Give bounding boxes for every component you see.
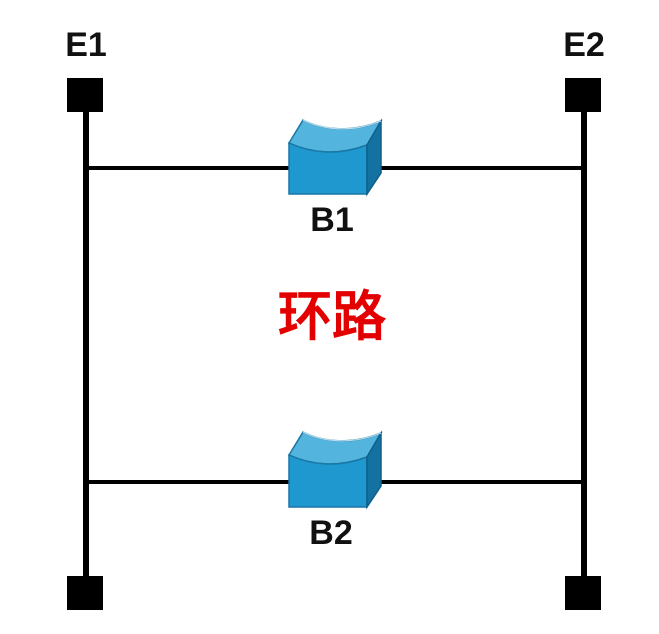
bridge-b2-icon [287, 430, 383, 510]
bridge-label-b1: B1 [310, 201, 353, 239]
terminal-block-bottom-right-icon [565, 576, 601, 610]
ethernet-label-e1: E1 [65, 26, 107, 64]
loop-center-label: 环路 [278, 285, 387, 348]
terminal-block-top-right-icon [565, 78, 601, 112]
terminal-block-top-left-icon [67, 78, 103, 112]
bridge-label-b2: B2 [309, 514, 352, 552]
bridge-b1-icon [287, 118, 383, 197]
ethernet-label-e2: E2 [563, 26, 605, 64]
terminal-block-bottom-left-icon [67, 576, 103, 610]
